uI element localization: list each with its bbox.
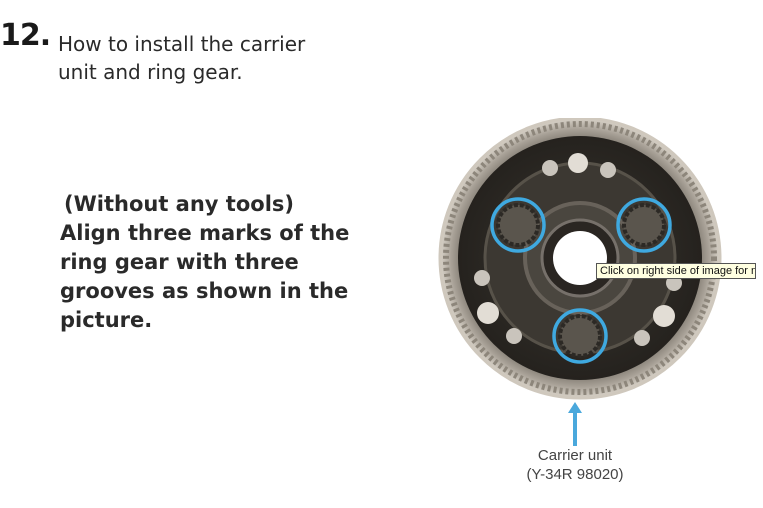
planet-gear: [496, 203, 540, 247]
ring-gear-teeth: [443, 121, 717, 395]
up-arrow-icon: [568, 402, 582, 446]
carrier-pin: [653, 305, 675, 327]
alignment-highlight: [616, 197, 672, 253]
figure-caption: Carrier unit (Y-34R 98020): [500, 446, 650, 484]
carrier-pin: [666, 275, 682, 291]
alignment-highlight: [490, 197, 546, 253]
instruction-line-2: ring gear with three: [60, 250, 299, 274]
instruction-line-4: picture.: [60, 308, 153, 332]
carrier-pin: [634, 330, 650, 346]
instruction-text: (Without any tools) Align three marks of…: [60, 190, 390, 335]
step-heading: How to install the carrier unit and ring…: [58, 30, 378, 86]
instruction-paren: (Without any tools): [64, 192, 294, 216]
caption-line-1: Carrier unit: [537, 447, 613, 464]
carrier-pin: [542, 160, 558, 176]
carrier-pin: [477, 302, 499, 324]
planet-gear: [622, 203, 666, 247]
planet-gear: [558, 314, 602, 358]
next-image-tooltip: Click on right side of image for next: [596, 263, 756, 279]
caption-line-2: (Y-34R 98020): [526, 466, 624, 483]
carrier-center-hole: [553, 231, 607, 285]
carrier-pin: [474, 270, 490, 286]
carrier-pin: [568, 153, 588, 173]
carrier-unit-photo[interactable]: [430, 118, 730, 418]
heading-line-2: unit and ring gear.: [58, 60, 243, 84]
heading-line-1: How to install the carrier: [58, 32, 306, 56]
carrier-pin: [506, 328, 522, 344]
instruction-line-1: Align three marks of the: [60, 221, 350, 245]
carrier-pin: [600, 162, 616, 178]
alignment-highlight: [552, 308, 608, 364]
step-number: 12.: [0, 18, 51, 53]
instruction-line-3: grooves as shown in the: [60, 279, 349, 303]
